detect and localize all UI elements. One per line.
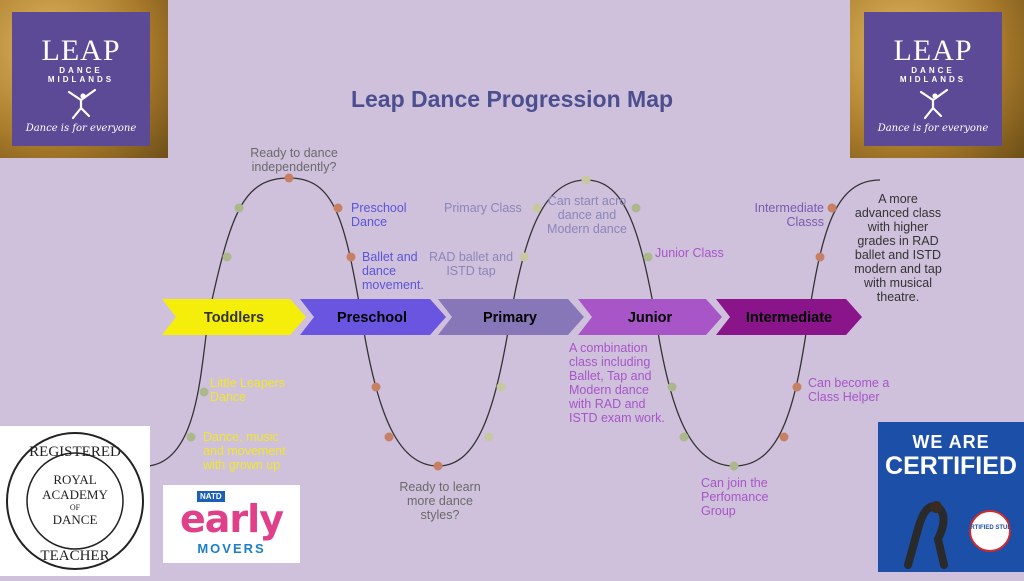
marker-dot (792, 382, 802, 392)
rad-mid4: DANCE (53, 512, 98, 527)
marker-dot (333, 203, 343, 213)
rad-mid2: ACADEMY (42, 487, 108, 502)
marker-dot (346, 252, 356, 262)
marker-dot (631, 203, 641, 213)
marker-dot (827, 203, 837, 213)
marker-dot (679, 432, 689, 442)
natd-tag: NATD (197, 491, 225, 502)
marker-dot (729, 461, 739, 471)
stage-arrow-preschool (300, 299, 446, 335)
logo-sub1: DANCE (911, 66, 955, 75)
rad-mid3: OF (70, 503, 81, 512)
stage-arrow-junior (578, 299, 722, 335)
marker-dot (284, 173, 294, 183)
stage-label-junior: Junior (628, 310, 673, 326)
marker-dot (222, 252, 232, 262)
note-ready-learn: Ready to learn more dance styles? (399, 480, 481, 522)
note-junior-class: Junior Class (655, 246, 724, 260)
marker-dot (199, 387, 209, 397)
note-combination: A combination class including Ballet, Ta… (569, 341, 665, 425)
dancer-icon (67, 88, 97, 120)
note-rad-istd: RAD ballet and ISTD tap (428, 250, 514, 278)
marker-dot (519, 252, 529, 262)
leap-logo-right: LEAP DANCE MIDLANDS Dance is for everyon… (850, 0, 1024, 158)
marker-dot (186, 432, 196, 442)
note-intermediate-class: Intermediate Classs (754, 201, 824, 229)
note-ballet-movement: Ballet and dance movement. (362, 250, 424, 292)
certified-studio-badge: WE ARE CERTIFIED CERTIFIED STUDIO (878, 422, 1024, 572)
marker-dot (779, 432, 789, 442)
logo-brand: LEAP (893, 34, 973, 67)
rad-mid1: ROYAL (53, 472, 96, 487)
marker-dot (496, 382, 506, 392)
marker-dot (532, 203, 542, 213)
page-title: Leap Dance Progression Map (350, 86, 674, 112)
cert-line2: CERTIFIED (885, 452, 1017, 480)
note-preschool-dance: Preschool Dance (351, 201, 407, 229)
note-acro: Can start acro dance and Modern dance (547, 194, 627, 236)
logo-sub2: MIDLANDS (47, 75, 115, 84)
stage-arrow-primary (438, 299, 584, 335)
rad-registered-teacher-badge: REGISTERED ROYAL ACADEMY OF DANCE TEACHE… (0, 426, 150, 576)
stage-label-intermediate: Intermediate (746, 310, 832, 326)
marker-dot (484, 432, 494, 442)
logo-tagline: Dance is for everyone (877, 123, 989, 134)
marker-dot (643, 252, 653, 262)
early-wordmark: early (180, 497, 284, 541)
movers-wordmark: MOVERS (197, 541, 266, 556)
natd-early-movers-badge: NATD early MOVERS (163, 485, 300, 563)
marker-dot (815, 252, 825, 262)
logo-brand: LEAP (41, 34, 121, 67)
note-little-leapers: Little Leapers Dance (210, 376, 286, 404)
dancer-icon (919, 88, 949, 120)
note-performance: Can join the Perfomance Group (701, 476, 769, 518)
stage-label-primary: Primary (483, 310, 537, 326)
marker-dot (371, 382, 381, 392)
gymnast-photo: CERTIFIED STUDIO (904, 501, 1018, 569)
cert-line1: WE ARE (912, 432, 990, 452)
logo-panel: LEAP DANCE MIDLANDS Dance is for everyon… (12, 12, 150, 146)
logo-sub1: DANCE (59, 66, 103, 75)
leap-logo-left: LEAP DANCE MIDLANDS Dance is for everyon… (0, 0, 168, 158)
note-primary-class: Primary Class (444, 201, 522, 215)
note-advanced: A more advanced class with higher grades… (854, 192, 942, 304)
stage-arrow-intermediate (716, 299, 862, 335)
logo-tagline: Dance is for everyone (25, 123, 137, 134)
note-helper: Can become a Class Helper (808, 376, 890, 404)
note-ready-independent: Ready to dance independently? (250, 146, 338, 174)
cert-seal-text: CERTIFIED STUDIO (962, 525, 1018, 531)
rad-seal: REGISTERED ROYAL ACADEMY OF DANCE TEACHE… (6, 432, 144, 570)
marker-dot (581, 175, 591, 185)
marker-dot (667, 382, 677, 392)
stage-label-preschool: Preschool (337, 310, 407, 326)
rad-bottom: TEACHER (40, 548, 109, 564)
marker-dot (433, 461, 443, 471)
stage-arrow-toddlers (162, 299, 306, 335)
rad-top: REGISTERED (29, 444, 121, 460)
marker-dot (234, 203, 244, 213)
stage-label-toddlers: Toddlers (204, 310, 264, 326)
marker-dot (384, 432, 394, 442)
logo-sub2: MIDLANDS (899, 75, 967, 84)
note-dance-music: Dance, music and movement with grown up (203, 430, 286, 472)
stage-arrows (162, 299, 862, 335)
logo-panel: LEAP DANCE MIDLANDS Dance is for everyon… (864, 12, 1002, 146)
wave-markers (186, 173, 837, 471)
